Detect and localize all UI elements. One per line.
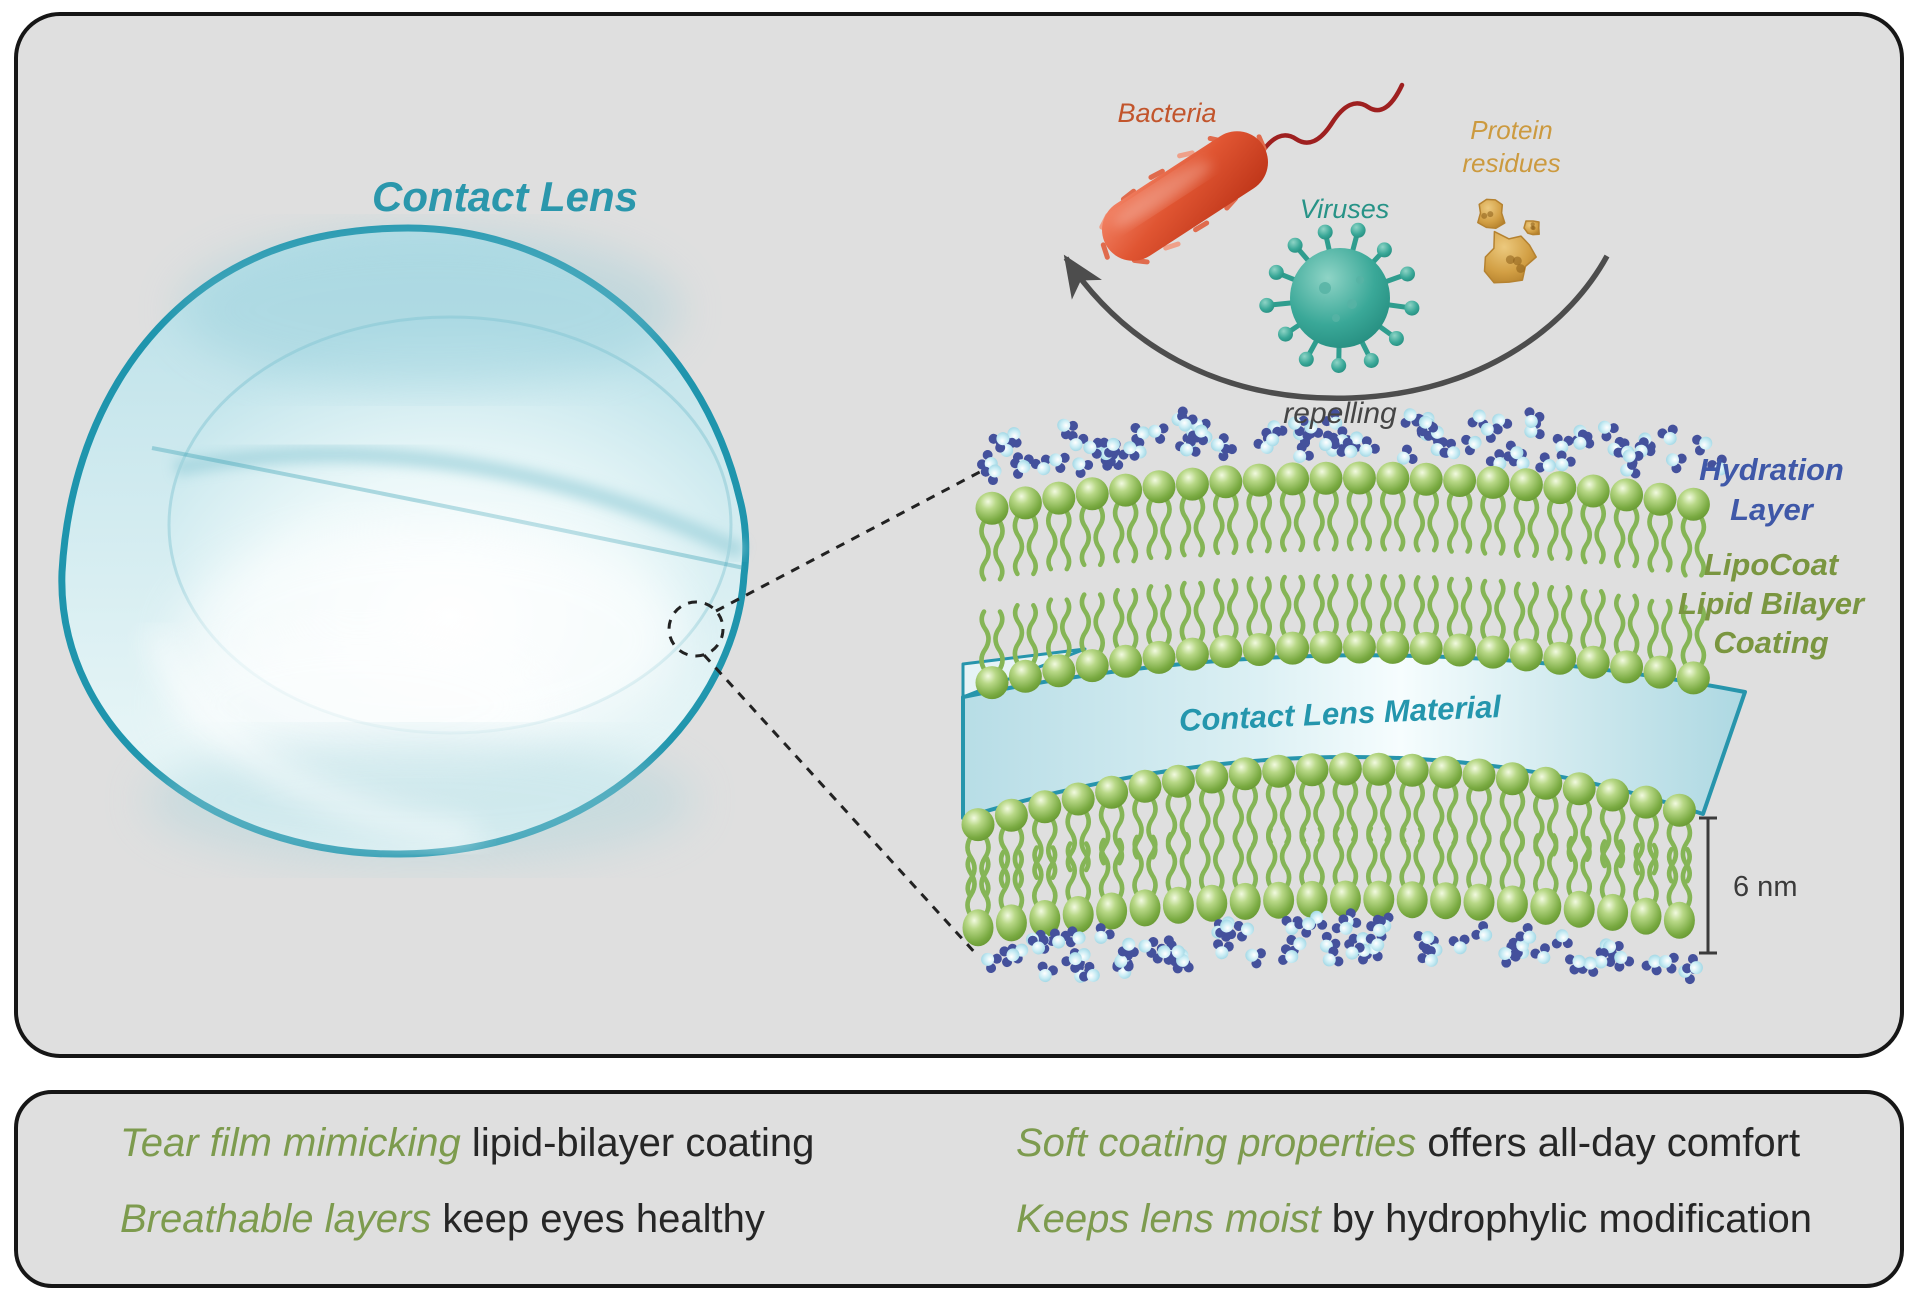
benefit-highlight: Keeps lens moist [1016,1197,1321,1241]
benefit-rest: offers all-day comfort [1416,1121,1801,1165]
benefit-rest: lipid-bilayer coating [460,1121,815,1165]
contact-lens-title: Contact Lens [371,173,639,220]
benefit-highlight: Soft coating properties [1016,1121,1417,1165]
protein-residues-label: Protein residues [1462,115,1561,178]
main-diagram-panel [14,12,1904,1058]
viruses-label: Viruses [1299,194,1390,224]
benefit-highlight: Breathable layers [120,1197,432,1241]
benefit-highlight: Tear film mimicking [120,1121,461,1165]
benefit-rest: keep eyes healthy [431,1197,765,1241]
hydration-layer-label: Hydration Layer [1699,452,1844,528]
benefit-item: Keeps lens moist by hydrophylic modifica… [1016,1197,1812,1242]
benefits-panel [14,1090,1904,1288]
benefit-rest: by hydrophylic modification [1320,1197,1812,1241]
benefit-item: Soft coating properties offers all-day c… [1016,1121,1800,1166]
bacteria-label: Bacteria [1117,98,1217,128]
lipocoat-coating-label: LipoCoat Lipid Bilayer Coating [1677,547,1865,660]
benefit-item: Breathable layers keep eyes healthy [120,1197,765,1242]
benefit-item: Tear film mimicking lipid-bilayer coatin… [120,1121,814,1166]
scale-label: 6 nm [1733,871,1798,903]
repelling-label: repelling [1283,397,1397,430]
